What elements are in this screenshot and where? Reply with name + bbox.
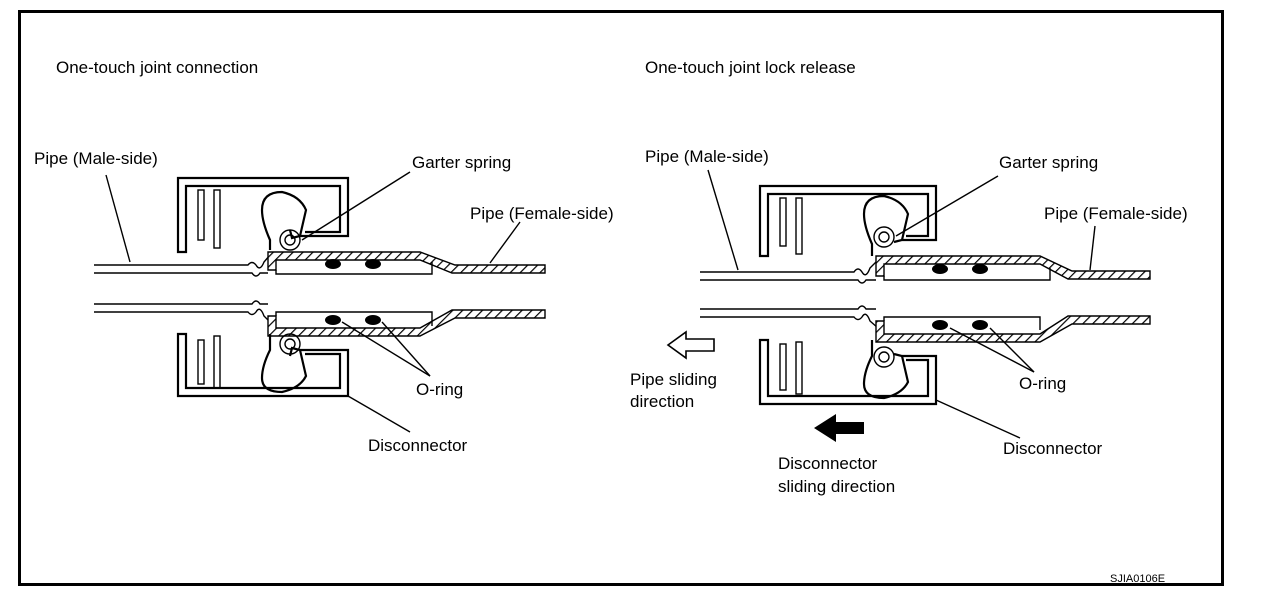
pipe-sliding-arrow [666, 330, 715, 360]
right-garter-spring-upper [873, 226, 895, 248]
right-label-pipe-sliding-1: Pipe sliding [630, 370, 717, 389]
left-female-pipe-upper [267, 251, 546, 274]
right-label-disc-sliding-1: Disconnector [778, 454, 878, 473]
disconnector-sliding-arrow [814, 414, 864, 442]
left-label-garter-spring: Garter spring [412, 153, 511, 172]
left-panel: One-touch joint connection [34, 58, 614, 455]
left-label-pipe-female: Pipe (Female-side) [470, 204, 614, 223]
right-label-pipe-male: Pipe (Male-side) [645, 147, 769, 166]
right-o-ring-2 [932, 320, 948, 330]
right-garter-spring-lower [873, 346, 895, 368]
left-label-o-ring: O-ring [416, 380, 463, 399]
right-male-pipe-upper [700, 259, 879, 276]
right-label-garter-spring: Garter spring [999, 153, 1098, 172]
left-disconnector-lower [176, 332, 350, 398]
left-male-pipe-upper [94, 254, 271, 269]
right-o-ring-1 [932, 264, 948, 274]
right-label-disconnector: Disconnector [1003, 439, 1103, 458]
left-panel-title: One-touch joint connection [56, 58, 258, 77]
left-o-ring-2 [325, 315, 341, 325]
right-label-o-ring: O-ring [1019, 374, 1066, 393]
right-male-pipe-lower [700, 305, 876, 310]
left-female-pipe-lower [267, 309, 546, 337]
right-label-pipe-female: Pipe (Female-side) [1044, 204, 1188, 223]
left-garter-spring-upper [279, 229, 301, 251]
left-garter-spring-lower [279, 333, 301, 355]
left-disconnector-upper [176, 176, 350, 254]
figure-code: SJIA0106E [1110, 573, 1165, 585]
right-label-disc-sliding-2: sliding direction [778, 477, 895, 496]
left-male-pipe-lower [94, 300, 268, 305]
left-label-pipe-male: Pipe (Male-side) [34, 149, 158, 168]
right-panel: One-touch joint lock release [630, 58, 1188, 496]
left-label-disconnector: Disconnector [368, 436, 468, 455]
right-female-pipe-lower [875, 315, 1151, 343]
left-o-ring-1 [325, 259, 341, 269]
right-disconnector-upper [758, 184, 938, 258]
right-label-pipe-sliding-2: direction [630, 392, 694, 411]
right-panel-title: One-touch joint lock release [645, 58, 856, 77]
diagram-frame [18, 10, 1224, 586]
right-female-pipe-upper [875, 255, 1151, 280]
right-disconnector-lower [758, 338, 938, 406]
